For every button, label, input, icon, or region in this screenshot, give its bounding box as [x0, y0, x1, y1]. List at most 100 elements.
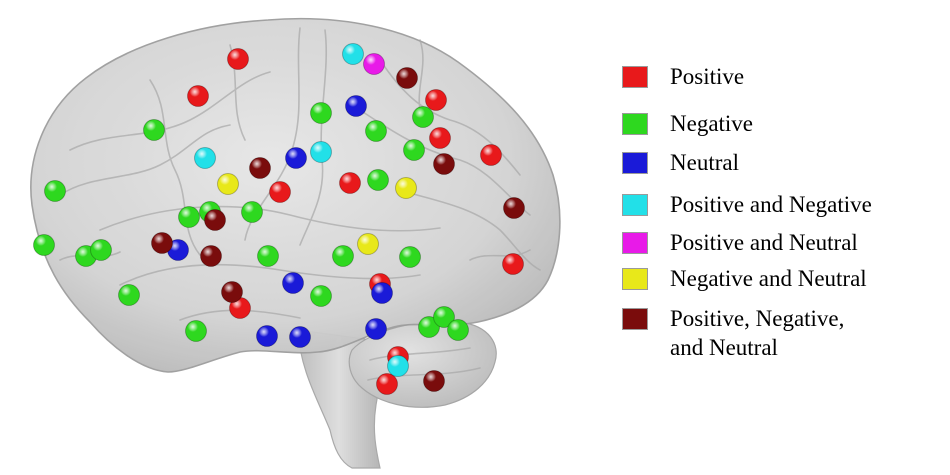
region-marker-rim: [285, 147, 307, 169]
region-marker-shading: [217, 173, 239, 195]
region-marker-shading: [221, 281, 243, 303]
region-marker-shading: [418, 316, 440, 338]
region-marker-rim: [357, 233, 379, 255]
region-marker-shading: [194, 147, 216, 169]
region-marker-shading: [399, 246, 421, 268]
region-marker-rim: [480, 144, 502, 166]
region-marker-rim: [429, 127, 451, 149]
region-marker-rim: [425, 89, 447, 111]
region-marker-shading: [256, 325, 278, 347]
region-marker-rim: [367, 169, 389, 191]
region-marker-shading: [433, 153, 455, 175]
region-marker-shading: [365, 318, 387, 340]
legend-label-positive-negative-and-neutral: Positive, Negative, and Neutral: [670, 306, 845, 360]
region-marker-shading: [257, 245, 279, 267]
region-marker-shading: [339, 172, 361, 194]
region-marker-rim: [227, 48, 249, 70]
region-marker-rim: [395, 177, 417, 199]
region-marker-rim: [204, 209, 226, 231]
region-marker-shading: [143, 119, 165, 141]
region-marker-rim: [33, 234, 55, 256]
region-marker-rim: [332, 245, 354, 267]
region-marker-shading: [342, 43, 364, 65]
region-marker-rim: [194, 147, 216, 169]
region-marker-rim: [221, 281, 243, 303]
region-marker-rim: [90, 239, 112, 261]
region-marker-shading: [200, 245, 222, 267]
region-marker-rim: [289, 326, 311, 348]
region-marker-shading: [433, 306, 455, 328]
region-marker-rim: [310, 285, 332, 307]
region-marker-rim: [365, 120, 387, 142]
legend-swatch-negative-and-neutral: [622, 268, 648, 290]
region-marker-shading: [447, 319, 469, 341]
region-marker-shading: [310, 285, 332, 307]
region-marker-rim: [345, 95, 367, 117]
legend-swatch-neutral: [622, 152, 648, 174]
region-marker-shading: [310, 102, 332, 124]
region-marker-rim: [143, 119, 165, 141]
region-marker-shading: [429, 127, 451, 149]
region-marker-rim: [269, 181, 291, 203]
region-marker-shading: [241, 201, 263, 223]
region-marker-rim: [310, 102, 332, 124]
region-marker-rim: [418, 316, 440, 338]
region-marker-shading: [363, 53, 385, 75]
region-marker-shading: [90, 239, 112, 261]
region-marker-rim: [339, 172, 361, 194]
region-marker-shading: [310, 141, 332, 163]
region-marker-rim: [447, 319, 469, 341]
region-marker-rim: [433, 306, 455, 328]
region-marker-rim: [371, 282, 393, 304]
legend-swatch-negative: [622, 113, 648, 135]
region-marker-shading: [345, 95, 367, 117]
region-marker-shading: [503, 197, 525, 219]
region-marker-rim: [342, 43, 364, 65]
region-marker-shading: [387, 355, 409, 377]
region-marker-rim: [502, 253, 524, 275]
region-marker-shading: [423, 370, 445, 392]
region-marker-rim: [44, 180, 66, 202]
region-marker-shading: [33, 234, 55, 256]
region-marker-rim: [403, 139, 425, 161]
legend-swatch-positive-and-negative: [622, 194, 648, 216]
region-marker-shading: [395, 177, 417, 199]
legend-swatch-positive: [622, 66, 648, 88]
region-marker-shading: [371, 282, 393, 304]
legend-label-positive: Positive: [670, 64, 745, 89]
region-marker-shading: [185, 320, 207, 342]
region-marker-shading: [332, 245, 354, 267]
region-marker-shading: [44, 180, 66, 202]
region-marker-rim: [365, 318, 387, 340]
region-marker-shading: [282, 272, 304, 294]
cerebrum: [30, 17, 561, 373]
region-marker-rim: [282, 272, 304, 294]
region-marker-rim: [363, 53, 385, 75]
region-marker-rim: [185, 320, 207, 342]
region-marker-rim: [249, 157, 271, 179]
region-marker-rim: [387, 355, 409, 377]
legend-swatch-positive-negative-and-neutral: [622, 308, 648, 330]
region-marker-rim: [118, 284, 140, 306]
region-marker-shading: [403, 139, 425, 161]
region-marker-shading: [289, 326, 311, 348]
region-marker-rim: [310, 141, 332, 163]
region-marker-rim: [396, 67, 418, 89]
region-marker-rim: [399, 246, 421, 268]
region-marker-shading: [167, 239, 189, 261]
region-marker-rim: [376, 373, 398, 395]
region-marker-shading: [204, 209, 226, 231]
region-marker-shading: [480, 144, 502, 166]
region-marker-shading: [376, 373, 398, 395]
region-marker-rim: [257, 245, 279, 267]
region-marker-shading: [227, 48, 249, 70]
region-marker-shading: [187, 85, 209, 107]
region-marker-shading: [396, 67, 418, 89]
region-marker-shading: [412, 106, 434, 128]
region-marker-shading: [178, 206, 200, 228]
region-marker-rim: [241, 201, 263, 223]
region-marker-shading: [365, 120, 387, 142]
region-marker-rim: [503, 197, 525, 219]
brain-diagram: [30, 17, 561, 469]
